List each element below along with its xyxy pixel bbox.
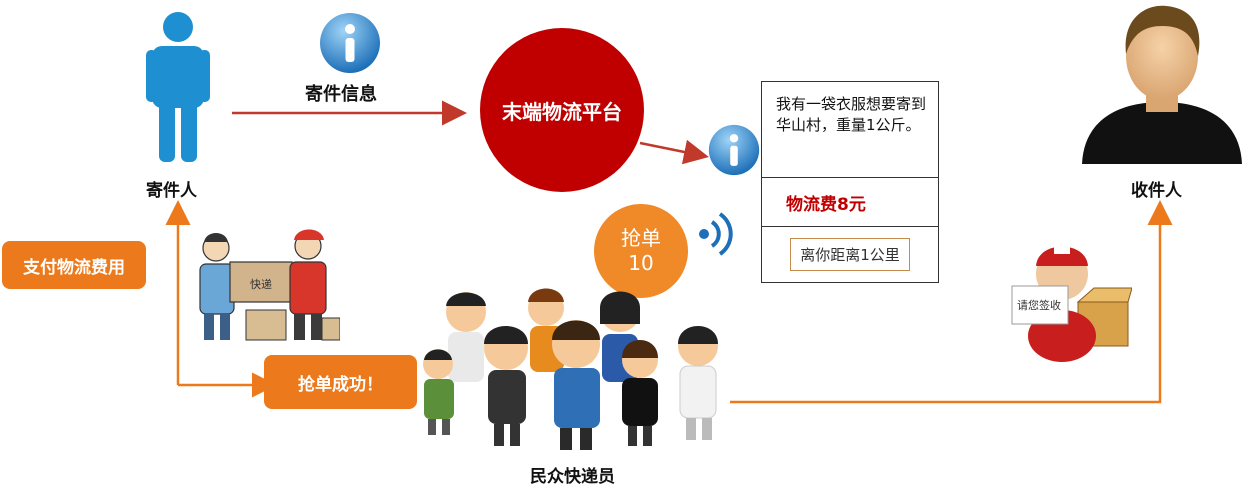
package-handover-illustration: 快递 (199, 229, 340, 341)
arrow-to-receiver (730, 200, 1173, 404)
grab-order-title: 抢单 (621, 226, 661, 250)
package-tag: 快递 (250, 277, 272, 291)
info-icon (708, 124, 760, 176)
delivery-sign-illustration: 请您签收 (1011, 246, 1132, 362)
sender-label: 寄件人 (146, 181, 197, 201)
fee-text: 物流费8元 (786, 194, 866, 215)
info-icon (320, 13, 380, 73)
signal-icon (699, 212, 733, 256)
grab-order-count: 10 (628, 251, 654, 275)
order-card: 我有一袋衣服想要寄到华山村，重量1公斤。 物流费8元 离你距离1公里 (761, 81, 939, 283)
pay-fee-badge: 支付物流费用 (2, 241, 146, 289)
grab-order-badge: 抢单 10 (594, 204, 688, 298)
distance-section: 离你距离1公里 (762, 227, 938, 281)
couriers-label: 民众快递员 (530, 467, 615, 487)
grab-success-label: 抢单成功！ (298, 374, 383, 395)
platform-label: 末端物流平台 (502, 99, 622, 124)
grab-success-badge: 抢单成功！ (264, 355, 417, 409)
receiver-label: 收件人 (1131, 181, 1182, 201)
fee-section: 物流费8元 (762, 178, 938, 227)
distance-box: 离你距离1公里 (790, 237, 910, 271)
order-message: 我有一袋衣服想要寄到华山村，重量1公斤。 (776, 95, 927, 134)
pay-fee-label: 支付物流费用 (23, 257, 125, 278)
order-message-section: 我有一袋衣服想要寄到华山村，重量1公斤。 (762, 82, 938, 178)
sign-card-text: 请您签收 (1017, 298, 1061, 312)
arrow-platform-info (639, 139, 709, 165)
couriers-crowd-illustration (423, 288, 718, 450)
avatar-icon (1082, 5, 1242, 164)
platform-circle: 末端物流平台 (480, 28, 644, 192)
send-info-label: 寄件信息 (305, 84, 377, 105)
person-icon (146, 12, 210, 162)
